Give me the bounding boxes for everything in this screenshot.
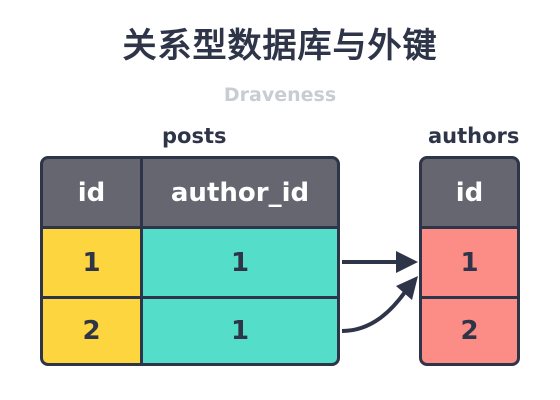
authors-header-id: id [422, 159, 517, 226]
posts-header-id: id [43, 159, 140, 226]
posts-row2-id: 2 [43, 299, 140, 363]
posts-header-author-id: author_id [143, 159, 337, 226]
fk-arrow-row2 [341, 290, 407, 333]
authors-table: id 1 2 [419, 156, 520, 366]
fk-arrowhead-row2 [396, 276, 418, 300]
authors-row1-id: 1 [422, 229, 517, 296]
diagram-title: 关系型数据库与外键 [122, 26, 438, 66]
posts-table: id author_id 1 1 2 1 [40, 156, 340, 366]
author-credit: Draveness [223, 84, 337, 106]
posts-row1-id: 1 [43, 229, 140, 296]
posts-row2-author-id: 1 [143, 299, 337, 363]
authors-table-label: authors [428, 124, 520, 148]
posts-table-label: posts [162, 124, 227, 148]
authors-row2-id: 2 [422, 299, 517, 363]
fk-arrowhead-row1 [396, 251, 418, 273]
posts-row1-author-id: 1 [143, 229, 337, 296]
